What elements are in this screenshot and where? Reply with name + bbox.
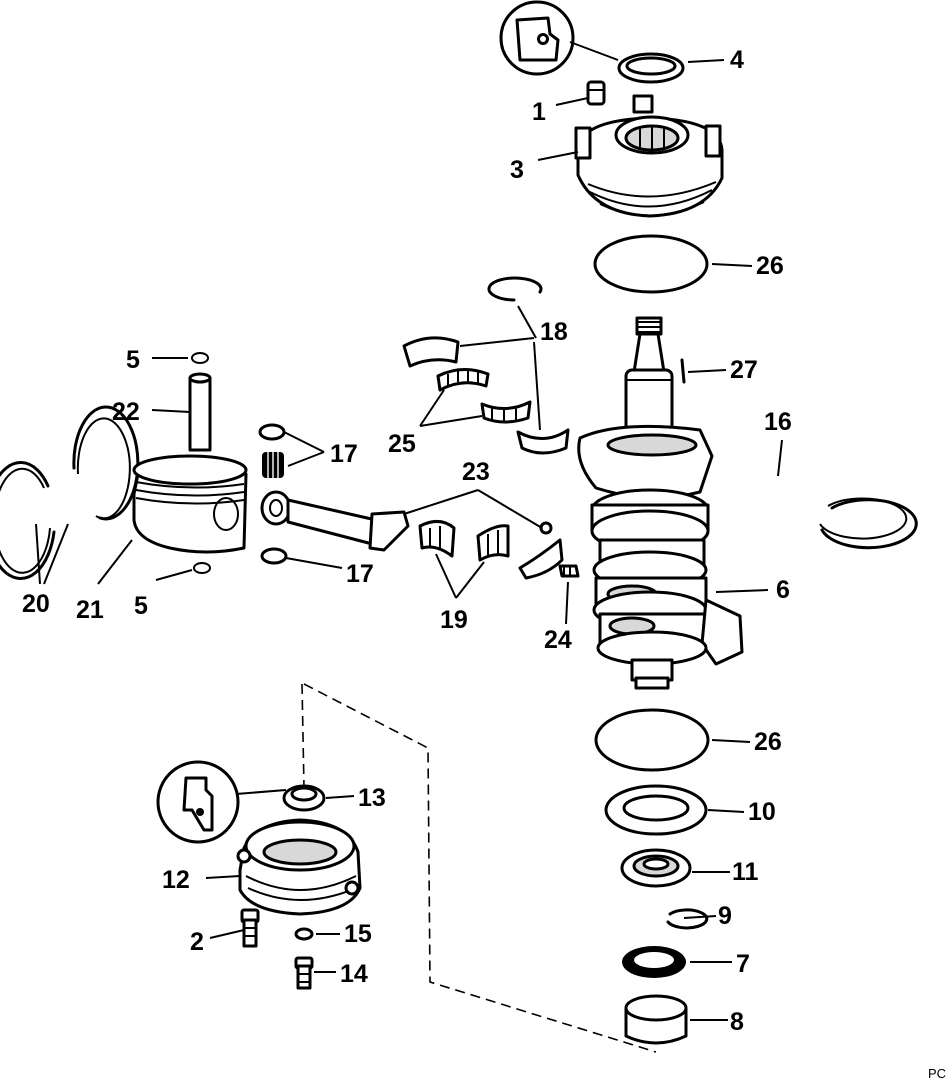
oil-seal-part-7 [622, 946, 686, 978]
screw-part-1 [586, 80, 606, 106]
piston-rings-part-20 [0, 405, 140, 580]
callout-6: 6 [776, 576, 790, 604]
callout-18: 18 [540, 318, 568, 346]
connecting-rod [260, 490, 410, 552]
callout-14: 14 [340, 960, 368, 988]
callout-5-bottom: 5 [134, 592, 148, 620]
o-ring-part-26-lower [594, 708, 710, 772]
sleeve-part-8 [624, 994, 688, 1045]
callout-24: 24 [544, 626, 572, 654]
pin-part-27 [680, 358, 686, 384]
piston-pin-part-22 [188, 372, 212, 452]
thrust-washer-part-10 [604, 784, 708, 836]
callout-1: 1 [532, 98, 546, 126]
callout-17-top: 17 [330, 440, 358, 468]
bearing-liner-part-18-right [516, 428, 570, 455]
rod-cap-part-23 [518, 521, 564, 580]
callout-2: 2 [190, 928, 204, 956]
callout-17-bottom: 17 [346, 560, 374, 588]
roller-cage-part-25-lower [480, 400, 532, 424]
upper-bearing-housing-part-3 [574, 94, 724, 218]
snap-ring-part-9 [666, 908, 709, 930]
ball-bearing-part-11 [620, 848, 692, 888]
piston-part-21 [132, 454, 248, 554]
retaining-ring-part-5-top [191, 352, 209, 364]
bearing-liner-part-18-left [402, 336, 460, 368]
callout-7: 7 [736, 950, 750, 978]
callout-3: 3 [510, 156, 524, 184]
sealant-symbol-upper [499, 0, 575, 76]
callout-10: 10 [748, 798, 776, 826]
callout-5-top: 5 [126, 346, 140, 374]
callout-21: 21 [76, 596, 104, 624]
crankshaft-part-6 [577, 316, 744, 690]
figure-code: PC [928, 1066, 946, 1081]
roller-cage-part-19-left [418, 520, 456, 558]
callout-9: 9 [718, 902, 732, 930]
callout-25: 25 [388, 430, 416, 458]
screw-part-14 [294, 956, 314, 990]
retaining-ring-part-5-bottom [193, 562, 211, 574]
callout-27: 27 [730, 356, 758, 384]
callout-13: 13 [358, 784, 386, 812]
dashed-assembly-line [301, 683, 657, 1053]
thrust-washer-part-17-bottom [260, 547, 288, 565]
o-ring-part-26-upper [593, 234, 709, 294]
thrust-washer-part-17-top [258, 423, 286, 441]
callout-12: 12 [162, 866, 190, 894]
callout-20: 20 [22, 590, 50, 618]
callout-26-upper: 26 [756, 252, 784, 280]
roller-cage-part-25-upper [436, 368, 490, 392]
lower-bearing-housing-part-12 [236, 818, 362, 916]
seal-part-13 [282, 784, 326, 812]
retaining-ring-part-16 [819, 497, 918, 550]
callout-22: 22 [112, 398, 140, 426]
callout-8: 8 [730, 1008, 744, 1036]
callout-16: 16 [764, 408, 792, 436]
retaining-ring-part-18 [487, 276, 543, 302]
callout-15: 15 [344, 920, 372, 948]
callout-19: 19 [440, 606, 468, 634]
seal-part-4 [617, 52, 685, 84]
callout-4: 4 [730, 46, 744, 74]
roller-cage-part-19-right [476, 524, 510, 562]
screw-part-2 [240, 908, 260, 948]
callout-23: 23 [462, 458, 490, 486]
sealant-symbol-lower [156, 760, 240, 844]
callout-26-lower: 26 [754, 728, 782, 756]
callout-11: 11 [732, 858, 759, 886]
needle-bearing-part-17 [262, 452, 284, 478]
washer-part-15 [294, 927, 314, 941]
cap-screw-part-24 [558, 564, 580, 578]
